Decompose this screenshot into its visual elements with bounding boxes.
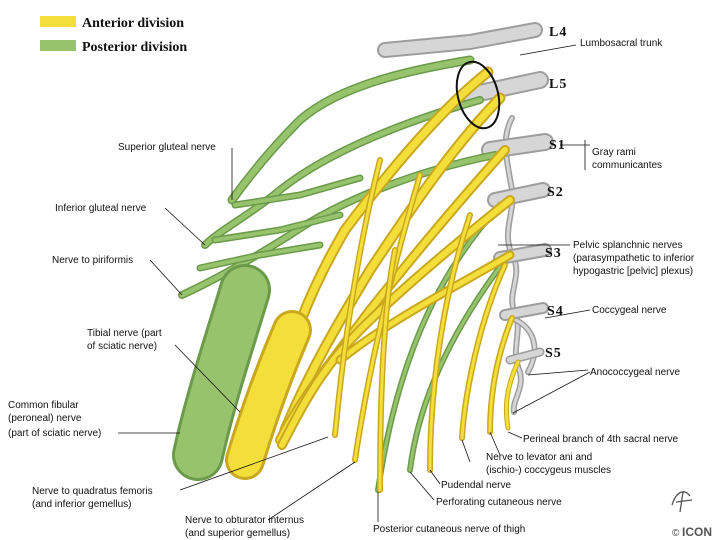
- root-label-s5: S5: [545, 346, 562, 361]
- label-inferior-gluteal: Inferior gluteal nerve: [55, 203, 147, 214]
- sympathetic-chain: [502, 115, 538, 415]
- anterior-division-nerves: [225, 66, 521, 493]
- label-posterior-cutaneous: Posterior cutaneous nerve of thigh: [373, 524, 525, 535]
- right-labels: Lumbosacral trunk Gray rami communicante…: [373, 38, 695, 535]
- root-label-s3: S3: [545, 246, 562, 261]
- root-label-l5: L5: [549, 77, 567, 92]
- legend: Anterior division Posterior division: [40, 16, 187, 55]
- label-fibular-3: (part of sciatic nerve): [8, 428, 101, 439]
- label-gray-rami-1: Gray rami: [592, 147, 636, 158]
- label-perforating: Perforating cutaneous nerve: [436, 497, 562, 508]
- copyright-mark: ©: [672, 528, 680, 539]
- root-label-s2: S2: [547, 185, 564, 200]
- root-stumps: [377, 22, 554, 365]
- posterior-division-nerves: [172, 55, 508, 493]
- label-tibial-1: Tibial nerve (part: [87, 328, 162, 339]
- label-superior-gluteal: Superior gluteal nerve: [118, 142, 216, 153]
- label-levator-1: Nerve to levator ani and: [486, 452, 592, 463]
- label-tibial-2: of sciatic nerve): [87, 341, 157, 352]
- label-levator-2: (ischio-) coccygeus muscles: [486, 465, 611, 476]
- label-quadratus-1: Nerve to quadratus femoris: [32, 486, 153, 497]
- label-anococcygeal: Anococcygeal nerve: [590, 367, 680, 378]
- label-quadratus-2: (and inferior gemellus): [32, 499, 132, 510]
- label-fibular-2: (peroneal) nerve: [8, 413, 82, 424]
- left-labels: Superior gluteal nerve Inferior gluteal …: [8, 142, 304, 539]
- lumbosacral-trunk-ring: [455, 60, 501, 130]
- label-fibular-1: Common fibular: [8, 400, 79, 411]
- label-pelvic-splanchnic-3: hypogastric [pelvic] plexus): [573, 266, 693, 277]
- artist-signature: © ICON: [671, 491, 712, 539]
- leader-lines: [118, 44, 591, 522]
- label-perineal-branch: Perineal branch of 4th sacral nerve: [523, 434, 679, 445]
- legend-swatch-posterior: [40, 40, 76, 51]
- label-pelvic-splanchnic-2: (parasympathetic to inferior: [573, 253, 695, 264]
- label-gray-rami-2: communicantes: [592, 160, 662, 171]
- root-label-s1: S1: [549, 138, 566, 153]
- label-pelvic-splanchnic-1: Pelvic splanchnic nerves: [573, 240, 683, 251]
- label-obturator-1: Nerve to obturator internus: [185, 515, 304, 526]
- legend-label-posterior: Posterior division: [82, 40, 187, 55]
- label-lumbosacral-trunk: Lumbosacral trunk: [580, 38, 663, 49]
- root-label-s4: S4: [547, 304, 564, 319]
- label-piriformis: Nerve to piriformis: [52, 255, 133, 266]
- icon-watermark: ICON: [682, 525, 712, 539]
- root-labels: L4 L5 S1 S2 S3 S4 S5: [545, 25, 567, 361]
- root-label-l4: L4: [549, 25, 567, 40]
- legend-label-anterior: Anterior division: [82, 16, 184, 31]
- legend-swatch-anterior: [40, 16, 76, 27]
- label-pudendal: Pudendal nerve: [441, 480, 511, 491]
- label-coccygeal: Coccygeal nerve: [592, 305, 667, 316]
- label-obturator-2: (and superior gemellus): [185, 528, 290, 539]
